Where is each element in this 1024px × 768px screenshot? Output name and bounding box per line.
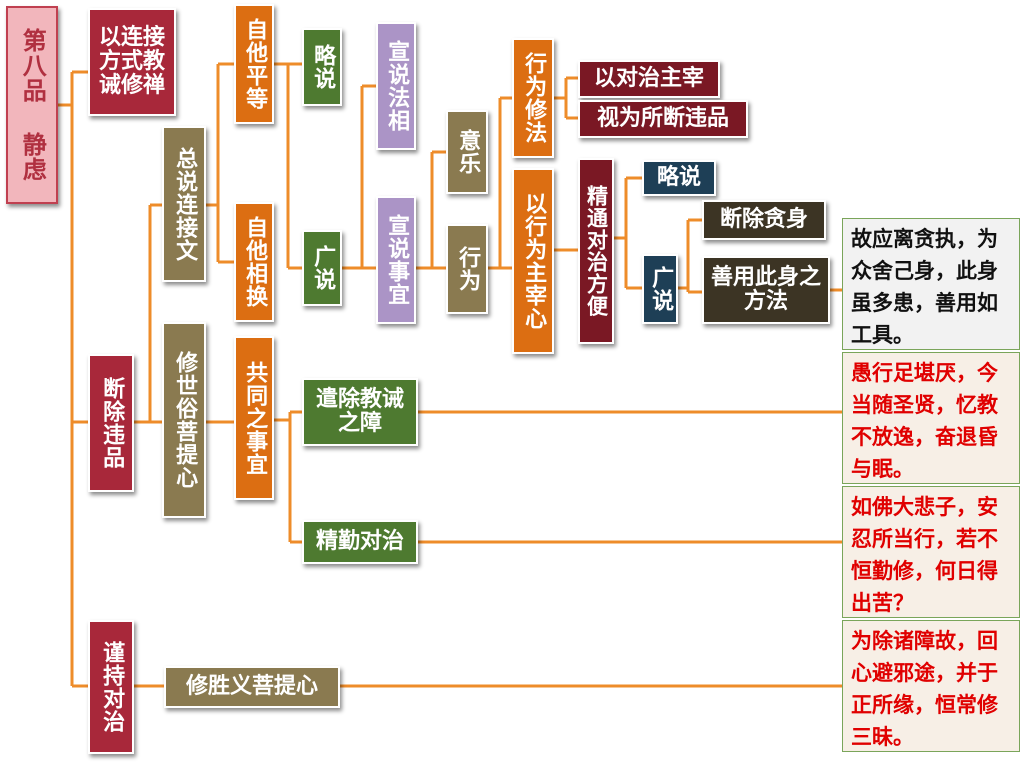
node-b1: 总说连接文 bbox=[162, 126, 206, 282]
verse-2: 愚行足堪厌，今当随圣贤，忆教不放逸，奋退昏与眠。 bbox=[842, 352, 1020, 484]
node-g1: 行为修法 bbox=[512, 38, 554, 158]
node-j2: 善用此身之方法 bbox=[702, 256, 830, 324]
verse-1: 故应离贪执，为众舍己身，此身虽多患，善用如工具。 bbox=[842, 218, 1020, 350]
node-h2: 视为所断违品 bbox=[578, 100, 748, 138]
node-d2: 广说 bbox=[302, 230, 342, 306]
node-c2: 自他相换 bbox=[234, 202, 274, 322]
connector-d2 bbox=[342, 84, 376, 270]
node-b2: 修世俗菩提心 bbox=[162, 322, 206, 518]
node-c3: 共同之事宜 bbox=[234, 336, 274, 500]
connector-c1-branch bbox=[286, 64, 302, 270]
node-e1: 宣说法相 bbox=[376, 22, 416, 150]
node-f1: 意乐 bbox=[446, 110, 488, 194]
node-a3: 谨持对治 bbox=[88, 620, 134, 754]
chapter-title: 第八品 静虑 bbox=[6, 6, 58, 204]
node-h1: 以对治主宰 bbox=[578, 60, 720, 98]
connector-c3 bbox=[274, 410, 302, 544]
node-b3: 修胜义菩提心 bbox=[164, 666, 340, 708]
connector-b1 bbox=[206, 62, 234, 264]
node-c1: 自他平等 bbox=[234, 4, 274, 124]
node-d1: 略说 bbox=[302, 28, 342, 106]
connector-g1 bbox=[554, 76, 578, 120]
node-d3: 遣除教诫之障 bbox=[302, 378, 418, 446]
connector-h3 bbox=[614, 176, 642, 290]
node-h3: 精通对治方便 bbox=[578, 158, 614, 344]
connector-a2 bbox=[134, 203, 162, 424]
connector-i2 bbox=[678, 218, 702, 294]
verse-3: 如佛大悲子，安忍所当行，若不恒勤修，何日得出苦？ bbox=[842, 486, 1020, 618]
node-a1: 以连接方式教诫修禅 bbox=[88, 8, 176, 116]
node-i2: 广说 bbox=[642, 254, 678, 324]
connector-title bbox=[58, 70, 88, 688]
node-g2: 以行为主宰心 bbox=[512, 168, 554, 354]
node-e2: 宣说事宜 bbox=[376, 196, 416, 324]
verse-4: 为除诸障故，回心避邪途，并于正所缘，恒常修三昧。 bbox=[842, 620, 1020, 752]
node-d4: 精勤对治 bbox=[302, 520, 418, 564]
node-j1: 断除贪身 bbox=[702, 200, 826, 240]
node-i1: 略说 bbox=[642, 160, 716, 196]
node-a2: 断除违品 bbox=[88, 354, 134, 492]
node-f2: 行为 bbox=[446, 224, 488, 314]
connector-e2 bbox=[416, 150, 446, 270]
connector-f2 bbox=[488, 96, 512, 270]
